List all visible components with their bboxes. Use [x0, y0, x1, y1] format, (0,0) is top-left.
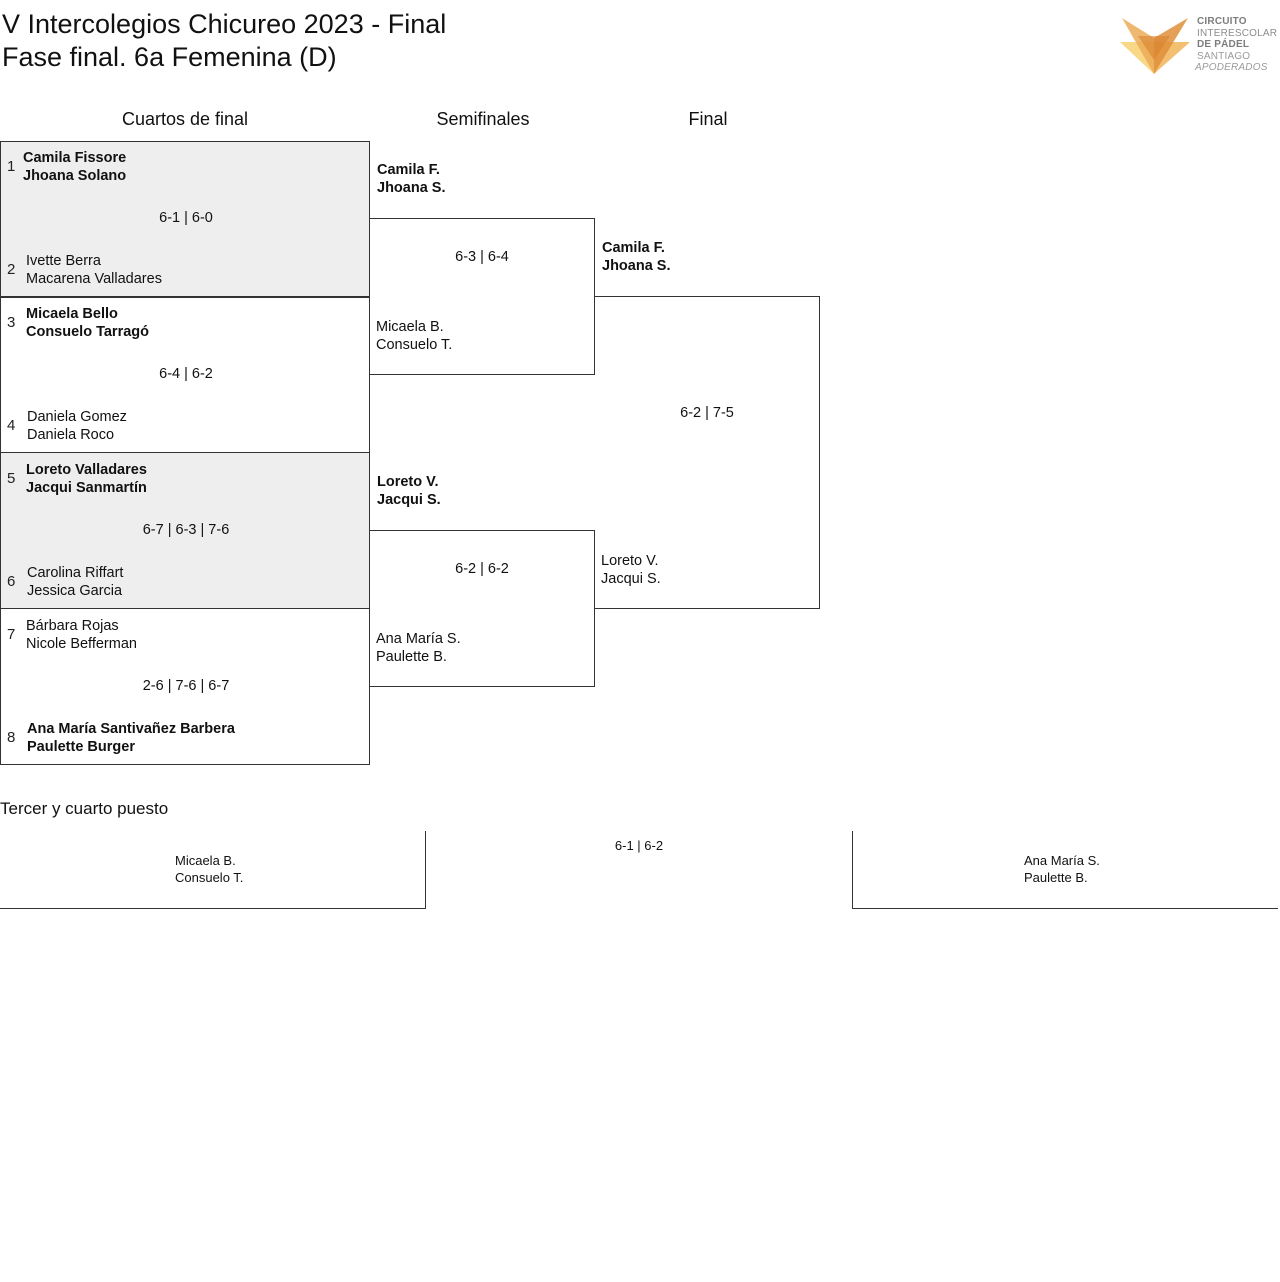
semifinal-2-team-a: Loreto V. Jacqui S. [377, 473, 441, 509]
seed-number: 8 [7, 729, 16, 746]
player-name: Consuelo T. [175, 870, 244, 885]
match-score: 6-3 | 6-4 [455, 249, 509, 265]
semifinal-match-2: 6-2 | 6-2 Ana María S. Paulette B. [369, 530, 595, 687]
third-place-team-a-bracket: Micaela B. Consuelo T. [0, 831, 426, 909]
final-team-b: Loreto V. Jacqui S. [601, 552, 661, 588]
logo-text-4: SANTIAGO [1197, 50, 1251, 62]
player-name: Camila Fissore [23, 150, 127, 166]
team-a-names: Bárbara Rojas Nicole Befferman [26, 617, 137, 653]
player-name: Jacqui S. [377, 492, 441, 508]
seed-number: 2 [7, 261, 16, 278]
column-heading-semis: Semifinales [436, 109, 530, 129]
logo: CIRCUITO INTERESCOLAR DE PÁDEL SANTIAGO … [1118, 14, 1278, 76]
match-score: 6-4 | 6-2 [159, 366, 213, 382]
player-name: Micaela Bello [26, 306, 118, 322]
player-name: Jacqui Sanmartín [26, 480, 147, 496]
player-name: Jhoana S. [602, 258, 671, 274]
player-name: Loreto Valladares [26, 462, 147, 478]
player-name: Consuelo T. [376, 337, 453, 353]
seed-number: 3 [7, 314, 16, 331]
semifinal-1-team-b: Micaela B. Consuelo T. [376, 318, 452, 354]
logo-text-2: INTERESCOLAR [1197, 27, 1278, 39]
team-a-names: Loreto Valladares Jacqui Sanmartín [26, 461, 147, 497]
logo-text-3: DE PÁDEL [1197, 39, 1250, 50]
player-name: Ana María S. [376, 631, 461, 647]
seed-number: 7 [7, 626, 16, 643]
player-name: Jhoana Solano [23, 168, 127, 184]
quarterfinal-match-2: 3 Micaela Bello Consuelo Tarragó 6-4 | 6… [0, 296, 370, 453]
player-name: Ana María S. [1024, 853, 1100, 868]
player-name: Paulette Burger [27, 739, 135, 755]
player-name: Paulette B. [376, 649, 447, 665]
match-score: 6-1 | 6-0 [159, 210, 213, 226]
semifinal-match-1: 6-3 | 6-4 Micaela B. Consuelo T. [369, 218, 595, 375]
third-place-team-b: Ana María S. Paulette B. [1024, 852, 1100, 886]
team-a-names: Camila Fissore Jhoana Solano [23, 149, 126, 185]
semifinal-2-team-b: Ana María S. Paulette B. [376, 630, 461, 666]
player-name: Loreto V. [377, 474, 439, 490]
player-name: Micaela B. [175, 853, 236, 868]
player-name: Ivette Berra [26, 253, 101, 269]
quarterfinal-match-1: 1 Camila Fissore Jhoana Solano 6-1 | 6-0… [0, 141, 370, 298]
seed-number: 1 [7, 158, 16, 175]
player-name: Loreto V. [601, 553, 659, 569]
player-name: Paulette B. [1024, 870, 1088, 885]
logo-text-5: APODERADOS [1195, 62, 1268, 73]
player-name: Ana María Santivañez Barbera [27, 721, 235, 737]
player-name: Jhoana S. [377, 180, 446, 196]
player-name: Jessica Garcia [27, 583, 123, 599]
column-heading-final: Final [688, 109, 728, 129]
player-name: Bárbara Rojas [26, 618, 119, 634]
third-place-team-b-bracket: Ana María S. Paulette B. [852, 831, 1278, 909]
player-name: Consuelo Tarragó [26, 324, 149, 340]
player-name: Macarena Valladares [26, 271, 162, 287]
semifinal-1-team-a: Camila F. Jhoana S. [377, 161, 446, 197]
team-b-names: Ivette Berra Macarena Valladares [26, 252, 162, 288]
team-a-names: Micaela Bello Consuelo Tarragó [26, 305, 149, 341]
final-team-a: Camila F. Jhoana S. [602, 239, 671, 275]
quarterfinal-match-3: 5 Loreto Valladares Jacqui Sanmartín 6-7… [0, 452, 370, 609]
team-b-names: Ana María Santivañez Barbera Paulette Bu… [27, 720, 235, 756]
quarterfinal-match-4: 7 Bárbara Rojas Nicole Befferman 2-6 | 7… [0, 608, 370, 765]
player-name: Camila F. [377, 162, 440, 178]
player-name: Micaela B. [376, 319, 444, 335]
third-place-title: Tercer y cuarto puesto [0, 799, 169, 818]
match-score: 6-2 | 7-5 [680, 405, 734, 421]
fox-triangle-logo-icon [1120, 18, 1190, 74]
player-name: Jacqui S. [601, 571, 661, 587]
player-name: Nicole Befferman [26, 636, 137, 652]
seed-number: 4 [7, 417, 16, 434]
seed-number: 5 [7, 470, 16, 487]
player-name: Carolina Riffart [27, 565, 124, 581]
player-name: Camila F. [602, 240, 665, 256]
match-score: 6-7 | 6-3 | 7-6 [142, 522, 230, 538]
player-name: Daniela Roco [27, 427, 115, 443]
page-subtitle: Fase final. 6a Femenina (D) [2, 42, 337, 72]
team-b-names: Daniela Gomez Daniela Roco [27, 408, 127, 444]
third-place-team-a: Micaela B. Consuelo T. [175, 852, 243, 886]
column-heading-quarters: Cuartos de final [121, 109, 249, 129]
player-name: Daniela Gomez [27, 409, 127, 425]
final-match: 6-2 | 7-5 Loreto V. Jacqui S. [594, 296, 820, 609]
page-title: V Intercolegios Chicureo 2023 - Final [2, 9, 447, 39]
logo-text-1: CIRCUITO [1197, 16, 1247, 27]
third-place-score: 6-1 | 6-2 [614, 838, 664, 853]
team-b-names: Carolina Riffart Jessica Garcia [27, 564, 123, 600]
seed-number: 6 [7, 573, 16, 590]
match-score: 2-6 | 7-6 | 6-7 [142, 678, 230, 694]
match-score: 6-2 | 6-2 [455, 561, 509, 577]
